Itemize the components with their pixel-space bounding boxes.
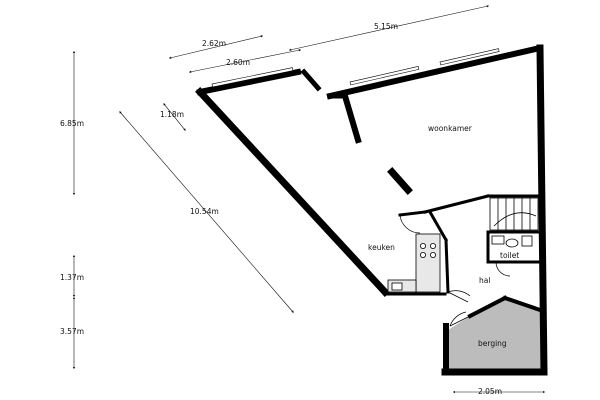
- staircase: [489, 197, 539, 231]
- dim-top-a: 2.62m: [202, 39, 226, 48]
- dim-top-c: 2.60m: [226, 58, 250, 67]
- dimension-lines: [72, 5, 546, 394]
- dim-diagonal: 10.54m: [190, 207, 219, 216]
- room-hal: hal: [479, 276, 490, 285]
- dim-left-total: 6.85m: [60, 119, 84, 128]
- dim-bottom: 2.05m: [478, 387, 502, 396]
- dim-top-b: 5.15m: [374, 22, 398, 31]
- dim-left-mid: 1.37m: [60, 273, 84, 282]
- kitchen-counter: [387, 233, 441, 293]
- room-woonkamer: woonkamer: [428, 124, 473, 133]
- doors: [399, 214, 511, 327]
- dim-left-low: 3.57m: [60, 327, 84, 336]
- room-toilet: toilet: [500, 251, 519, 260]
- berging-floor: [448, 298, 542, 372]
- room-berging: berging: [478, 339, 507, 348]
- inner-walls: [300, 68, 543, 319]
- toilet-fixtures: [491, 235, 533, 248]
- room-keuken: keuken: [368, 243, 395, 252]
- dim-small: 1.18m: [160, 110, 184, 119]
